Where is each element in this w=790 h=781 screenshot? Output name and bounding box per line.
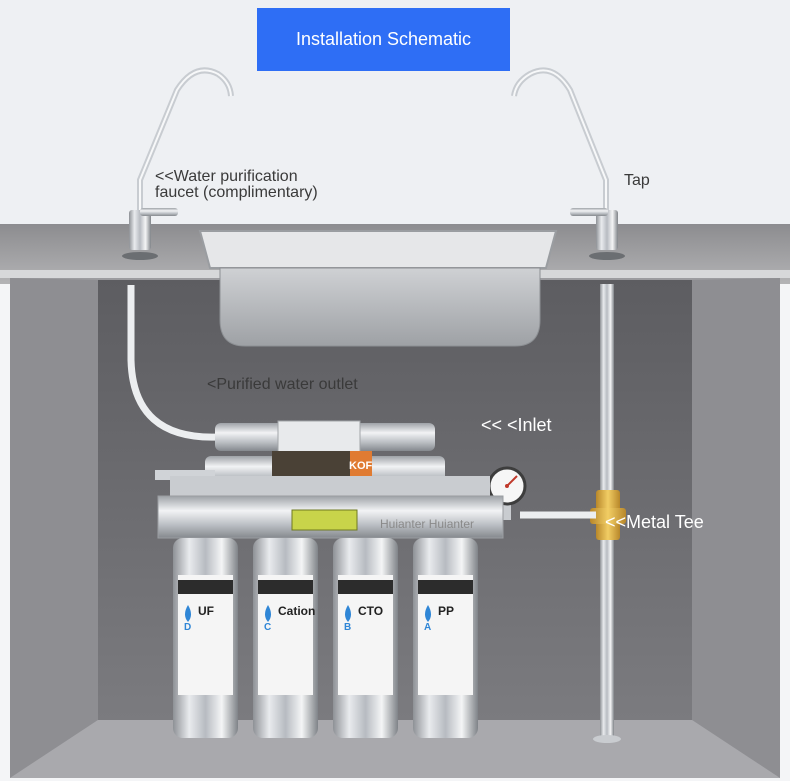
purification-faucet	[122, 67, 234, 260]
title-banner: Installation Schematic	[257, 8, 510, 71]
cartridge-pp	[413, 538, 478, 738]
cabinet-left-wall	[10, 278, 98, 778]
cabinet-right-wall	[692, 278, 780, 778]
faucet-label-line1: <<Water purification	[155, 168, 298, 185]
water-drop-icon	[345, 605, 351, 622]
purified-water-tube	[127, 285, 219, 441]
unit-brand: Huianter Huianter	[380, 517, 475, 531]
cartridge-cto	[333, 538, 398, 738]
outlet-label: <Purified water outlet	[207, 376, 358, 393]
cartridge-name: CTO	[358, 604, 384, 618]
cartridge-uf	[173, 538, 238, 738]
unit-top-bracket	[170, 476, 490, 498]
metal-tee-label: <<Metal Tee	[605, 512, 704, 532]
cartridge-name: UF	[198, 604, 214, 618]
cartridge-name: PP	[438, 604, 455, 618]
sink-basin	[219, 267, 541, 347]
cartridge-badge: KOF	[349, 460, 373, 472]
cartridge-letter: A	[424, 622, 432, 633]
water-drop-icon	[265, 605, 271, 622]
cartridge-letter: B	[344, 622, 352, 633]
cartridge-letter: D	[184, 622, 192, 633]
water-drop-icon	[425, 605, 431, 622]
cartridge-cation	[253, 538, 318, 738]
cartridge-letter: C	[264, 622, 272, 633]
tds-indicator	[291, 509, 358, 531]
faucet-label-line2: faucet (complimentary)	[155, 184, 318, 201]
tap	[511, 67, 625, 260]
water-drop-icon	[185, 605, 191, 622]
inlet-label: << <Inlet	[481, 415, 552, 435]
sink-rim	[198, 230, 558, 269]
tap-label: Tap	[624, 172, 650, 189]
cartridge-name: Cation	[278, 604, 316, 618]
